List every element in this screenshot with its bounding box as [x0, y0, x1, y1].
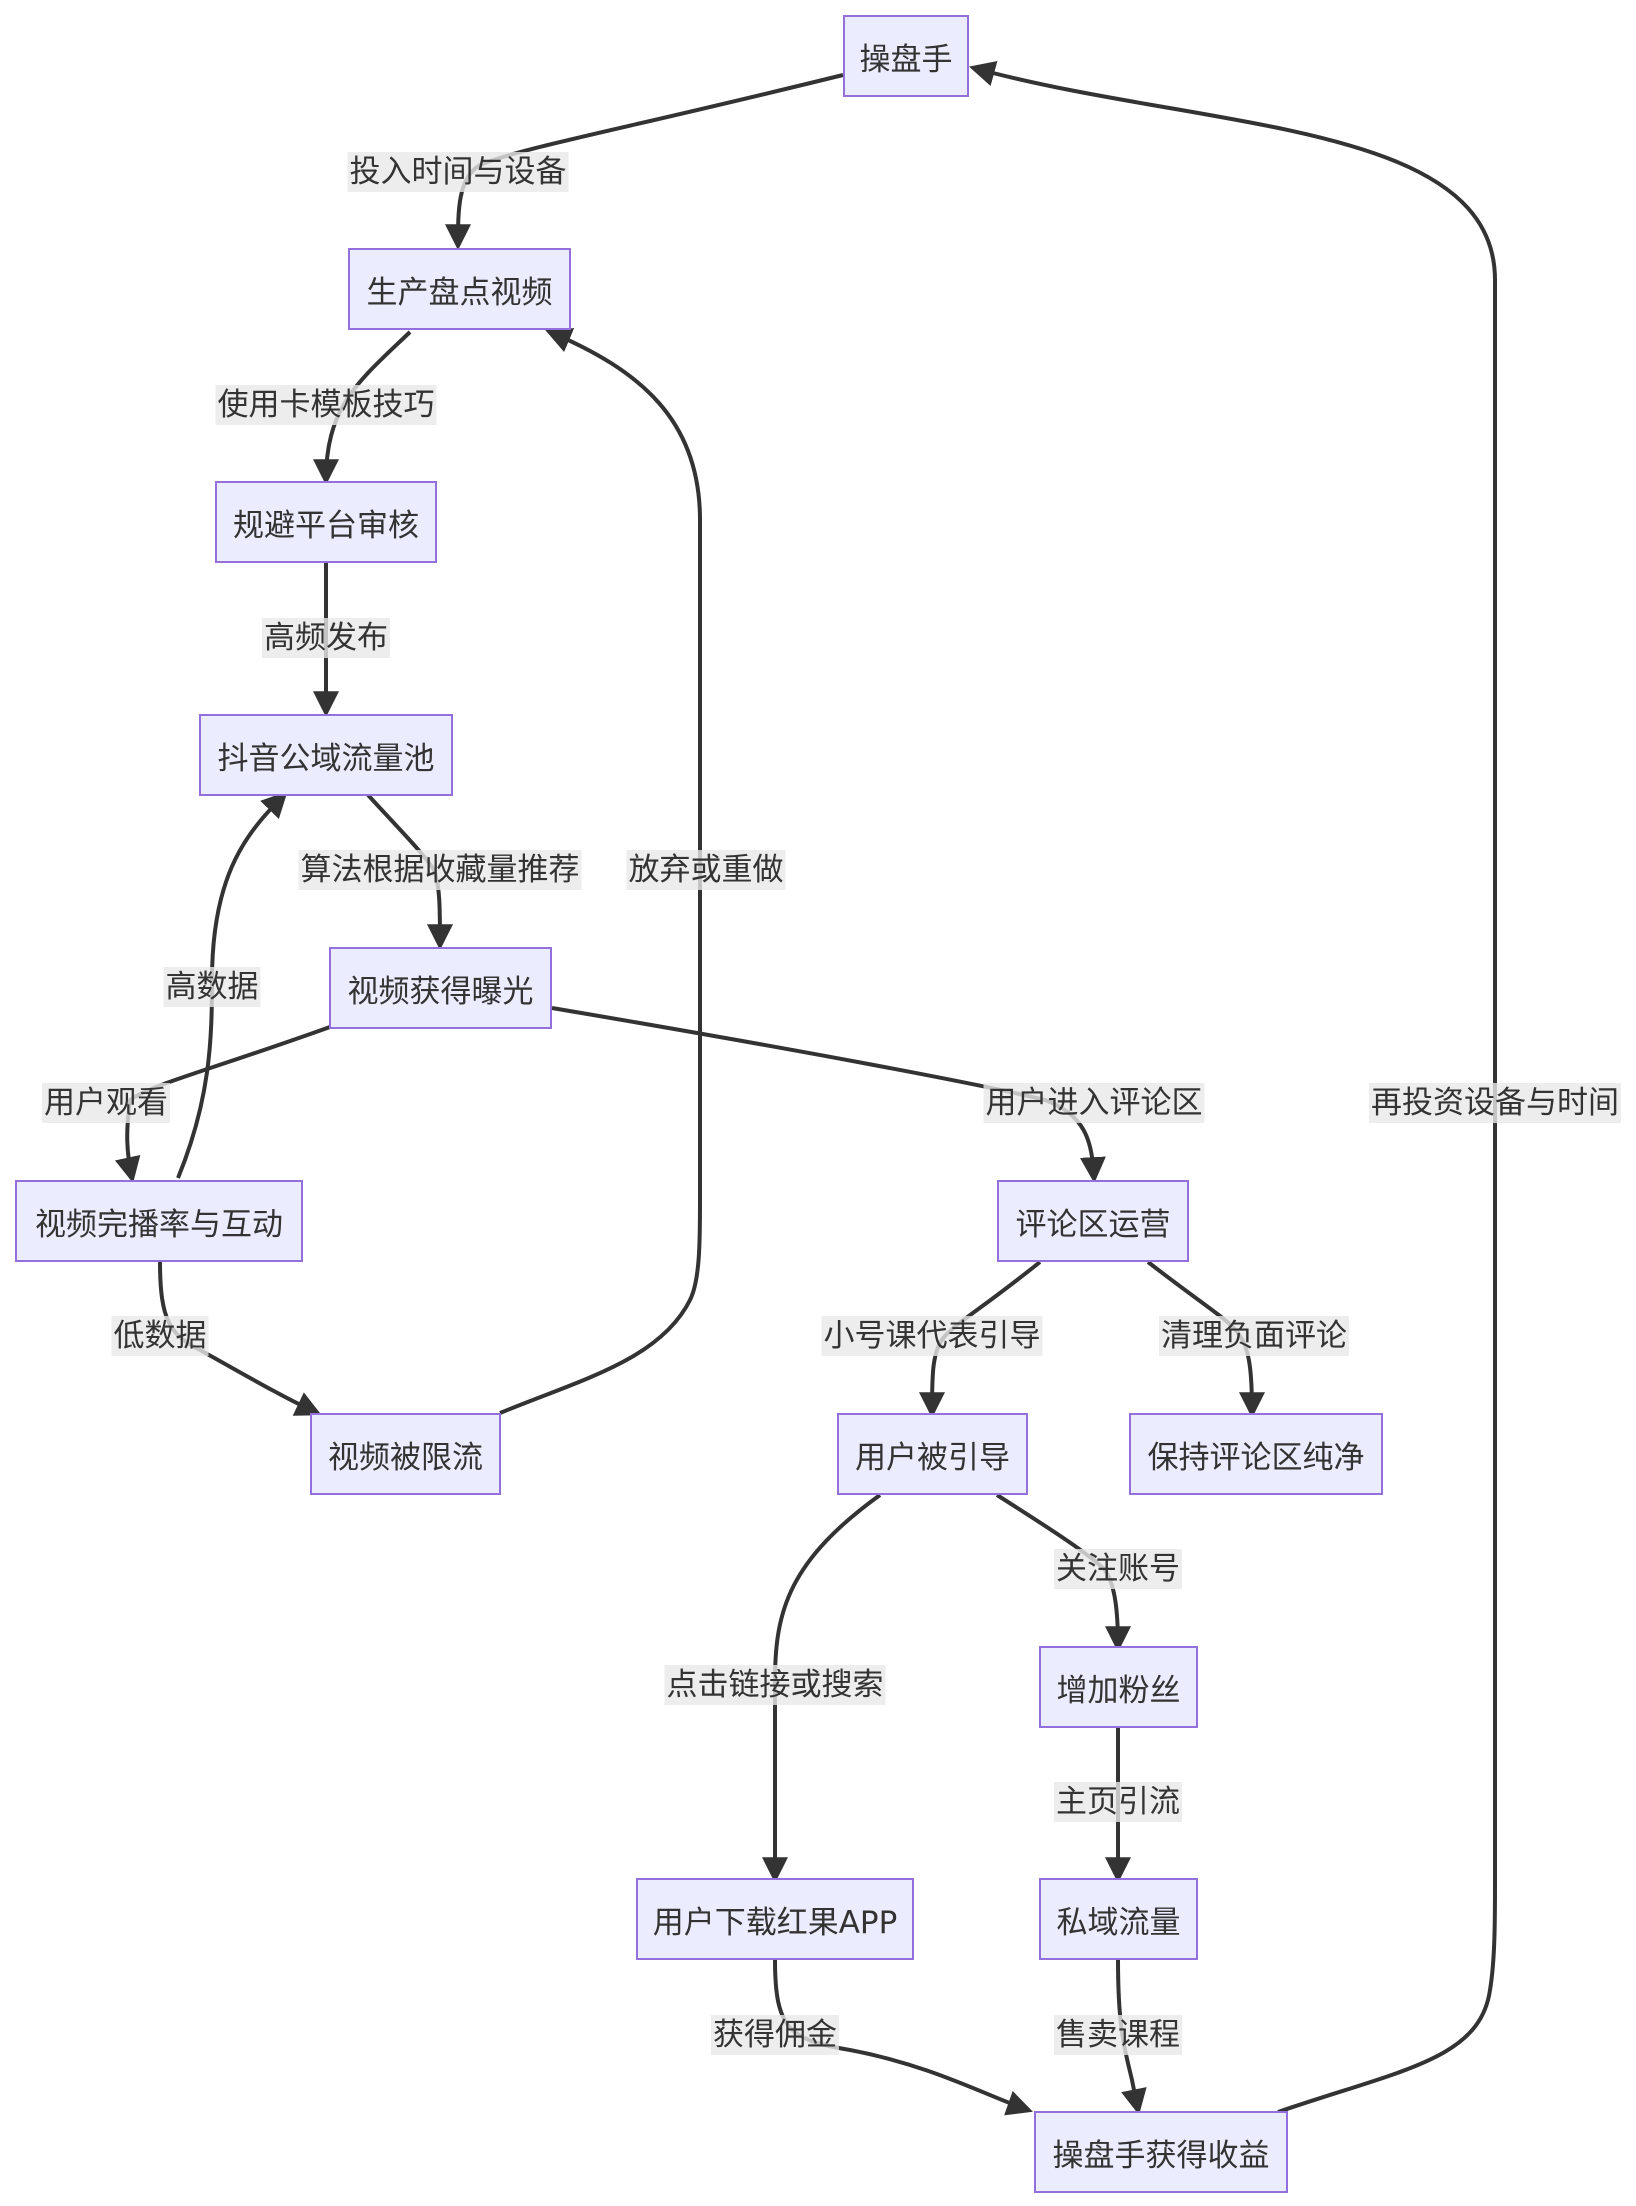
edge-label-enter-comments: 用户进入评论区	[983, 1083, 1205, 1123]
edge-label-click-link: 点击链接或搜索	[664, 1665, 886, 1705]
edge-label-commission: 获得佣金	[711, 2015, 839, 2055]
edge-label-clean: 清理负面评论	[1159, 1316, 1349, 1356]
node-label: 生产盘点视频	[366, 274, 553, 311]
edge-xiazai-to-shouyi	[773, 1959, 1033, 2116]
edge-label-homepage: 主页引流	[1054, 1782, 1182, 1822]
node-wanbo[interactable]: 视频完播率与互动	[15, 1180, 303, 1262]
node-label: 操盘手获得收益	[1052, 2137, 1270, 2174]
edge-shouyi-to-caopanshou	[968, 60, 1497, 2114]
node-shengchan[interactable]: 生产盘点视频	[348, 248, 571, 330]
node-label: 视频完播率与互动	[35, 1206, 283, 1243]
node-caopanshou[interactable]: 操盘手	[843, 15, 969, 97]
node-siyu[interactable]: 私域流量	[1039, 1878, 1198, 1960]
edge-xianliu-to-shengchan	[499, 328, 702, 1415]
edge-label-user-watch: 用户观看	[42, 1083, 170, 1123]
node-fensi[interactable]: 增加粉丝	[1039, 1646, 1198, 1728]
node-label: 保持评论区纯净	[1147, 1439, 1365, 1476]
node-pinglunqu[interactable]: 评论区运营	[997, 1180, 1189, 1262]
edge-label-algorithm: 算法根据收藏量推荐	[298, 850, 582, 890]
node-baoguang[interactable]: 视频获得曝光	[329, 947, 552, 1029]
edge-label-low-data: 低数据	[111, 1316, 209, 1356]
edge-label-abandon: 放弃或重做	[626, 850, 786, 890]
edge-label-invest: 投入时间与设备	[347, 152, 569, 192]
node-label: 增加粉丝	[1056, 1672, 1181, 1709]
node-beiyindao[interactable]: 用户被引导	[837, 1413, 1028, 1495]
edge-label-reinvest: 再投资设备与时间	[1369, 1083, 1621, 1123]
node-guibi[interactable]: 规避平台审核	[215, 481, 437, 563]
node-chunjing[interactable]: 保持评论区纯净	[1129, 1413, 1383, 1495]
node-label: 操盘手	[859, 41, 953, 78]
node-xianliu[interactable]: 视频被限流	[310, 1413, 501, 1495]
node-label: 规避平台审核	[233, 507, 419, 544]
node-label: 用户下载红果APP	[652, 1904, 898, 1941]
node-label: 私域流量	[1056, 1904, 1181, 1941]
node-label: 视频被限流	[328, 1439, 483, 1476]
edge-label-sell-course: 售卖课程	[1054, 2015, 1182, 2055]
node-label: 用户被引导	[855, 1439, 1010, 1476]
edge-label-template: 使用卡模板技巧	[215, 385, 437, 425]
node-shouyi[interactable]: 操盘手获得收益	[1034, 2111, 1288, 2193]
node-label: 抖音公域流量池	[217, 740, 435, 777]
edge-label-follow: 关注账号	[1054, 1549, 1182, 1589]
node-xiazai[interactable]: 用户下载红果APP	[636, 1878, 914, 1960]
edge-label-high-frequency: 高频发布	[262, 618, 390, 658]
node-label: 视频获得曝光	[347, 973, 534, 1010]
edge-label-high-data: 高数据	[163, 967, 261, 1007]
node-douyin[interactable]: 抖音公域流量池	[199, 714, 453, 796]
node-label: 评论区运营	[1015, 1206, 1171, 1243]
edge-label-guide: 小号课代表引导	[821, 1316, 1043, 1356]
